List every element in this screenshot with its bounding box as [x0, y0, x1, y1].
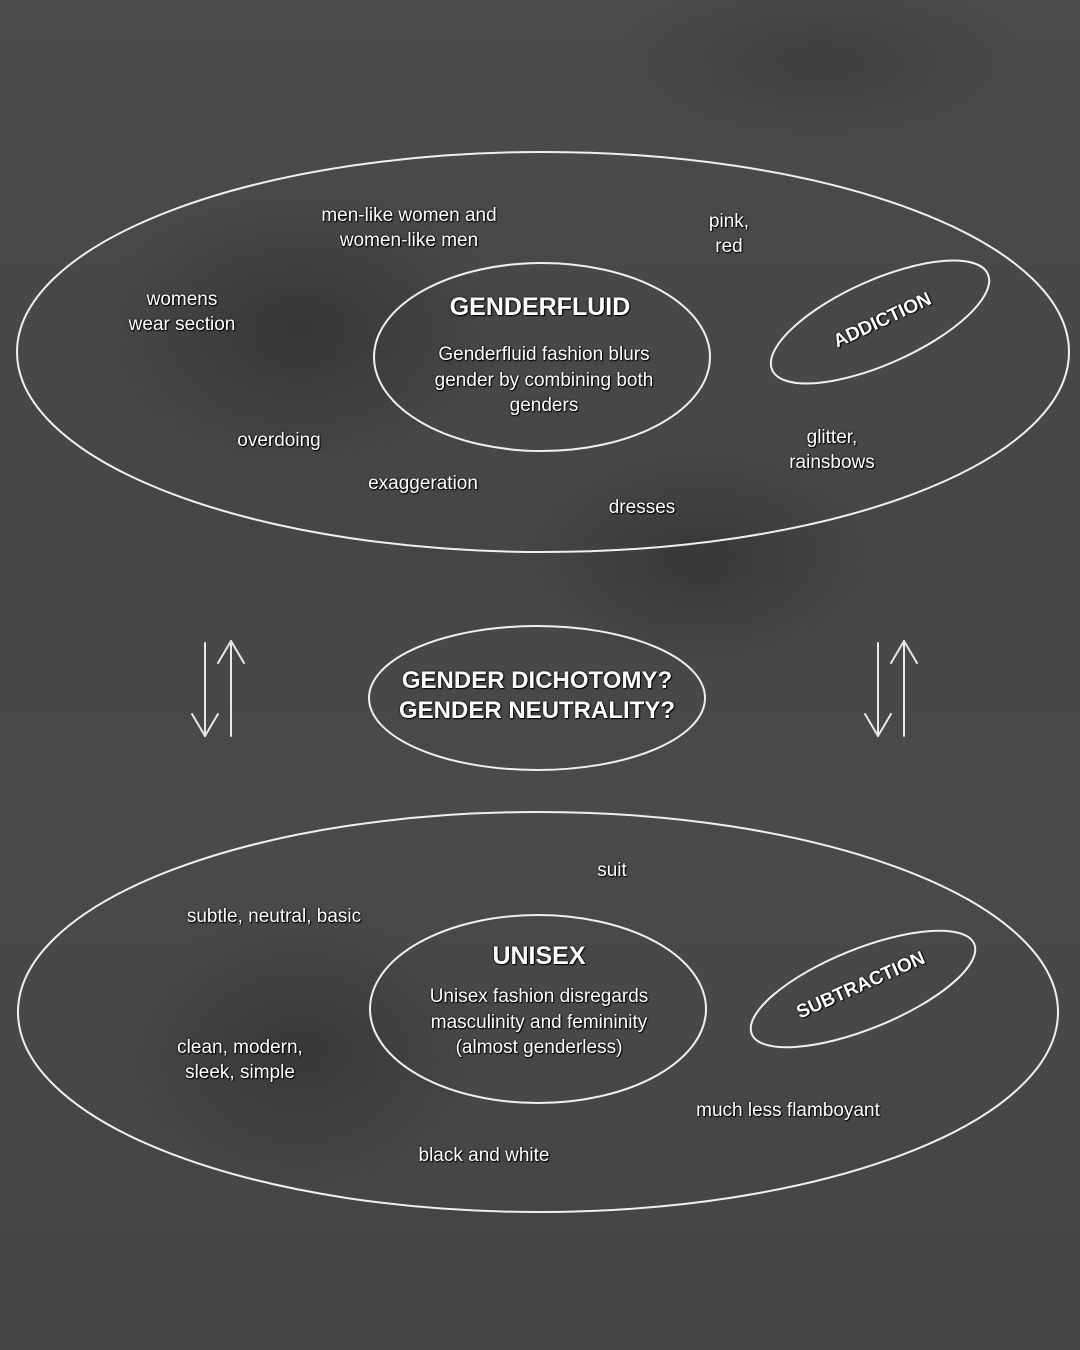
- keyword-line: black and white: [418, 1145, 550, 1166]
- keyword-line: red: [715, 236, 743, 257]
- keyword-dresses: dresses: [609, 495, 676, 520]
- keyword-suit: suit: [597, 858, 627, 883]
- keyword-overdoing: overdoing: [237, 428, 320, 453]
- description-line: masculinity and femininity: [430, 1011, 648, 1033]
- question-line: GENDER NEUTRALITY?: [399, 697, 675, 724]
- keyword-line: sleek, simple: [185, 1062, 295, 1083]
- unisex-description: Unisex fashion disregards masculinity an…: [430, 984, 649, 1061]
- keyword-line: suit: [597, 860, 627, 881]
- question-ellipse: [368, 625, 706, 771]
- keyword-black-and-white: black and white: [419, 1143, 550, 1168]
- keyword-womens-wear: womens wear section: [129, 287, 236, 337]
- unisex-title: UNISEX: [492, 942, 586, 970]
- unisex-inner-ellipse: [369, 914, 707, 1104]
- keyword-glitter-rainbows: glitter, rainsbows: [789, 425, 875, 475]
- keyword-line: women-like men: [339, 230, 479, 251]
- keyword-subtle-neutral-basic: subtle, neutral, basic: [187, 904, 361, 929]
- genderfluid-inner-ellipse: [373, 262, 711, 452]
- unisex-outer-ellipse: [17, 811, 1059, 1213]
- description-line: genders: [509, 395, 579, 416]
- keyword-line: dresses: [608, 497, 676, 518]
- description-line: Genderfluid fashion blurs: [438, 344, 650, 365]
- description-line: gender by combining both: [434, 369, 654, 391]
- down-up-arrows-right-icon: [864, 640, 918, 737]
- down-up-arrows-left-icon: [191, 640, 245, 737]
- keyword-line: womens: [146, 289, 218, 310]
- keyword-line: pink,: [708, 211, 750, 232]
- keyword-line: wear section: [128, 314, 236, 335]
- description-line: (almost genderless): [455, 1037, 623, 1058]
- keyword-line: rainsbows: [789, 452, 875, 473]
- genderfluid-description: Genderfluid fashion blurs gender by comb…: [435, 342, 654, 419]
- keyword-line: much less flamboyant: [696, 1100, 880, 1121]
- keyword-line: exaggeration: [368, 473, 478, 494]
- keyword-line: overdoing: [237, 430, 321, 451]
- keyword-exaggeration: exaggeration: [368, 471, 478, 496]
- keyword-line: subtle, neutral, basic: [186, 906, 362, 927]
- keyword-line: glitter,: [806, 427, 858, 448]
- keyword-line: men-like women and: [321, 205, 497, 226]
- keyword-line: clean, modern,: [177, 1037, 303, 1058]
- genderfluid-title: GENDERFLUID: [449, 293, 631, 321]
- genderfluid-outer-ellipse: [16, 151, 1070, 553]
- keyword-men-like-women: men-like women and women-like men: [321, 203, 496, 253]
- central-question: GENDER DICHOTOMY? GENDER NEUTRALITY?: [399, 666, 675, 726]
- keyword-pink-red: pink, red: [709, 209, 749, 259]
- addiction-ellipse: [769, 259, 991, 385]
- subtraction-ellipse: [749, 929, 977, 1049]
- question-line: GENDER DICHOTOMY?: [401, 667, 673, 694]
- keyword-clean-modern: clean, modern, sleek, simple: [177, 1035, 303, 1085]
- description-line: Unisex fashion disregards: [429, 986, 649, 1007]
- keyword-much-less-flamboyant: much less flamboyant: [696, 1098, 880, 1123]
